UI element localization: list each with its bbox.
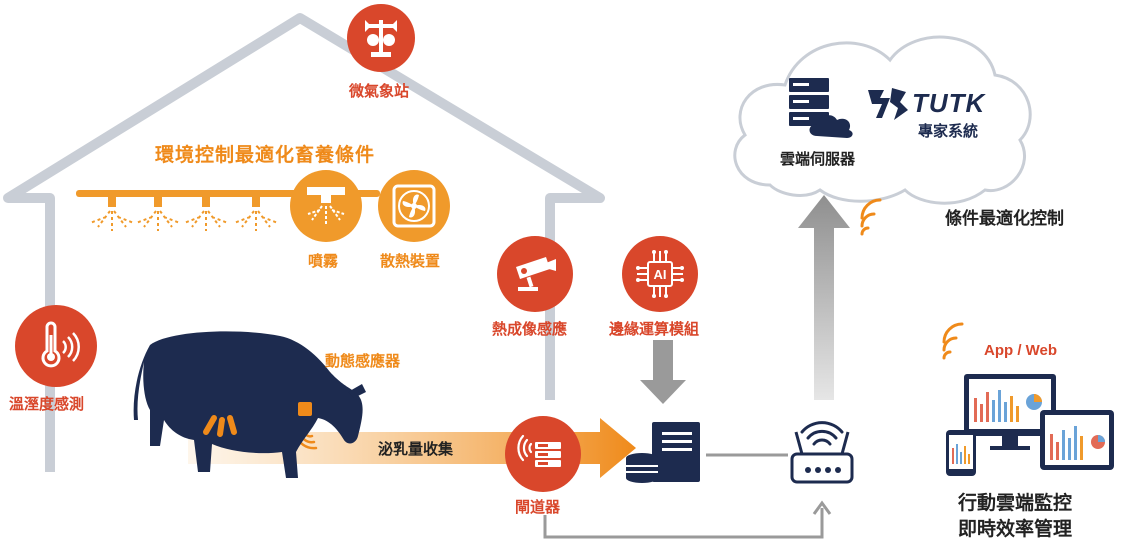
edge-ai-label: 邊緣運算模組: [609, 320, 700, 338]
thermal-imaging-label: 熱成像感應: [492, 320, 568, 338]
ai-chip-text: AI: [654, 267, 667, 282]
gateway-router-arrowhead: [812, 500, 832, 515]
gateway-icon: [517, 434, 561, 467]
edge-to-server-arrow: [640, 340, 686, 404]
weather-station-label: 微氣象站: [349, 82, 410, 100]
router-icon: [790, 421, 854, 484]
mobile-monitor-line2: 即時效率管理: [958, 518, 1073, 540]
spray-circle: [290, 170, 362, 242]
milk-collection-label: 泌乳量收集: [378, 440, 454, 458]
mobile-monitor-line1: 行動雲端監控: [958, 492, 1073, 514]
server-icon: [626, 422, 700, 483]
upload-arrow: [798, 195, 850, 400]
cow-icon: [133, 331, 366, 478]
spray-label: 噴霧: [308, 252, 339, 270]
app-web-label: App / Web: [984, 342, 1058, 359]
thermal-imaging-circle: [497, 236, 573, 312]
weather-station-icon: [347, 4, 415, 72]
environment-title: 環境控制最適化畜養條件: [155, 144, 376, 166]
ai-chip-icon: AI: [636, 250, 684, 298]
gateway-label: 閘道器: [515, 498, 561, 516]
weather-vane-icon: [365, 20, 397, 57]
wifi-waves-cloud: [860, 198, 882, 236]
optimized-control-label: 條件最適化控制: [945, 209, 1064, 229]
spray-nozzles: [89, 197, 279, 231]
gateway-circle: [505, 416, 581, 492]
fan-circle: [378, 170, 450, 242]
fan-label: 散熱裝置: [380, 252, 441, 270]
cloud-server-icon: [789, 78, 853, 138]
thermal-camera-icon: [516, 257, 556, 291]
wifi-waves-app: [942, 322, 964, 360]
temp-humidity-circle: [15, 305, 97, 387]
tutk-logo-text: TUTK: [912, 88, 986, 118]
temp-humidity-label: 溫溼度感測: [9, 395, 85, 413]
tutk-logo: [868, 88, 908, 120]
expert-system-label: 專家系統: [918, 122, 979, 140]
thermometer-icon: [41, 321, 80, 368]
fan-icon: [392, 184, 436, 228]
sprinkler-icon: [307, 187, 345, 224]
edge-ai-circle: AI: [622, 236, 698, 312]
motion-sensor-label: 動態感應器: [325, 352, 401, 370]
gateway-router-path: [543, 508, 824, 539]
house-outline: [3, 13, 605, 472]
devices-icon: [946, 374, 1114, 476]
cloud-server-label: 雲端伺服器: [780, 150, 856, 168]
